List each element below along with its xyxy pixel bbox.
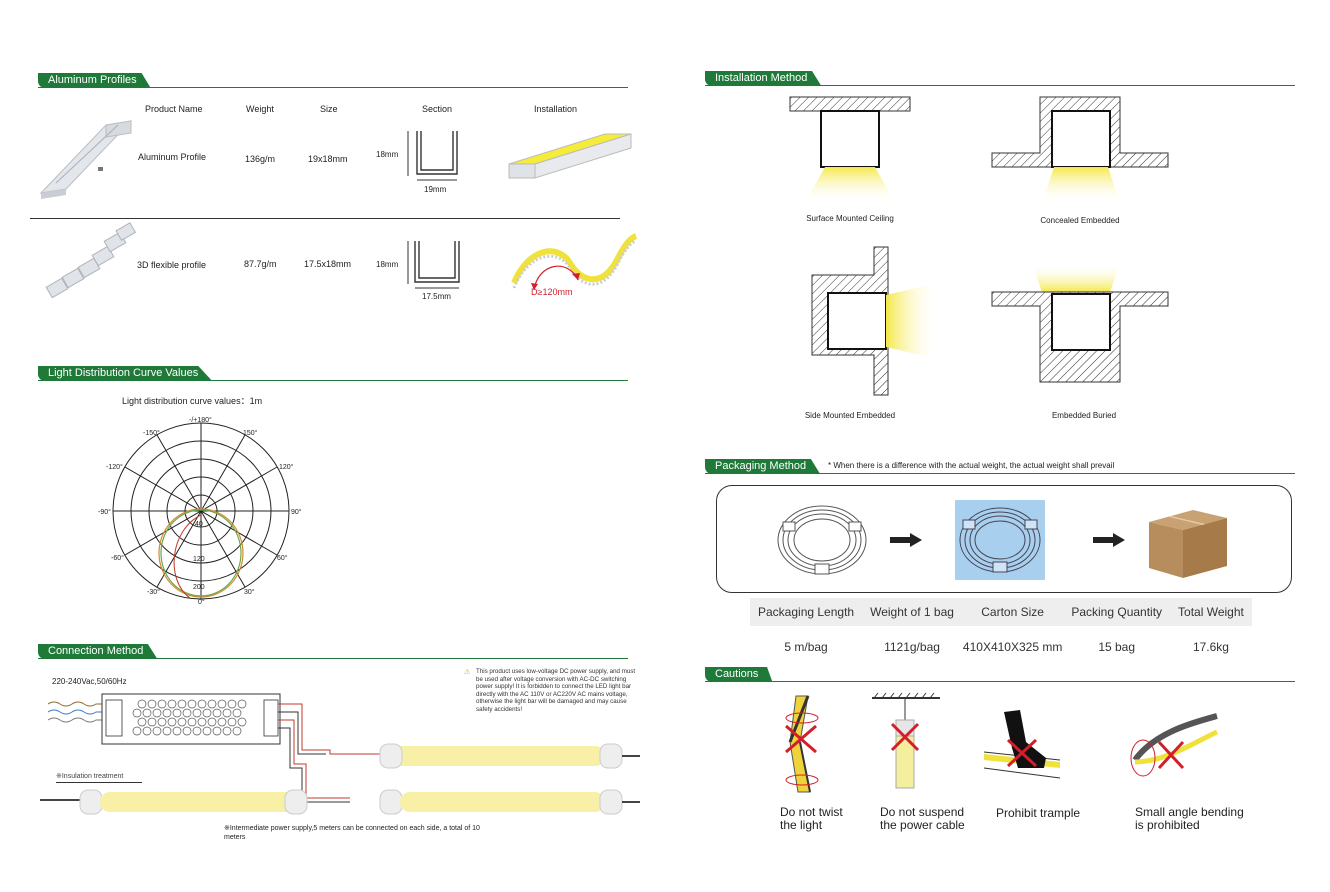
bagged-coil-image (955, 500, 1045, 580)
arrow-icon (1093, 533, 1125, 547)
install-label-buried: Embedded Buried (1051, 411, 1117, 420)
packaging-note: * When there is a difference with the ac… (828, 461, 1115, 470)
row1-size: 19x18mm (308, 154, 348, 164)
row1-installation-drawing (508, 133, 632, 179)
caution-bending-image (1130, 713, 1219, 777)
install-label-surface: Surface Mounted Ceiling (806, 214, 894, 223)
row1-section-height: 18mm (376, 150, 399, 159)
section-line (38, 658, 628, 659)
flexible-profile-image (45, 222, 137, 299)
caution-item-trample: Prohibit trample (996, 806, 1081, 820)
row2-installation-drawing (511, 233, 638, 291)
install-surface-ceiling (789, 96, 911, 203)
warning-icon: ⚠ (464, 669, 471, 676)
coil-image (777, 505, 867, 575)
header-section: Section (422, 104, 453, 114)
row1-weight: 136g/m (245, 154, 276, 164)
insulation-label: ※Insulation treatment (56, 773, 124, 780)
arrow-icon (890, 533, 922, 547)
header-weight: Weight (246, 104, 274, 114)
row1-section-width: 19mm (424, 185, 447, 194)
ring-label-200: 200 (193, 584, 205, 591)
row2-weight: 87.7g/m (244, 259, 277, 269)
install-label-side: Side Mounted Embedded (804, 411, 896, 420)
section-line (38, 87, 628, 88)
row2-bend-radius: D≥120mm (531, 287, 573, 297)
row2-section-height: 18mm (376, 260, 399, 269)
angle-neg60: -60° (111, 555, 124, 562)
angle-120: 120° (279, 464, 294, 471)
angle-90: 90° (291, 509, 302, 516)
pk-header-length: Packaging Length (750, 598, 863, 626)
section-tab-packaging: Packaging Method (705, 459, 821, 474)
pk-value-quantity: 15 bag (1098, 640, 1136, 654)
section-line (705, 681, 1295, 682)
angle-150: 150° (243, 430, 258, 437)
caution-item-suspend: Do not suspend the power cable (880, 805, 965, 832)
row1-name: Aluminum Profile (138, 152, 207, 162)
section-tab-installation: Installation Method (705, 71, 822, 86)
connection-warning: This product uses low-voltage DC power s… (476, 668, 636, 713)
install-label-concealed: Concealed Embedded (1040, 216, 1120, 225)
section-tab-cautions: Cautions (705, 667, 773, 682)
row2-name: 3D flexible profile (137, 260, 207, 270)
caution-item-twist: Do not twist the light (780, 805, 843, 832)
pk-header-total: Total Weight (1170, 598, 1252, 626)
insulation-underline (56, 782, 142, 783)
row1-section-drawing (407, 131, 458, 181)
angle-neg30: -30° (147, 589, 160, 596)
section-line (705, 473, 1295, 474)
section-tab-aluminum: Aluminum Profiles (38, 73, 151, 88)
pk-header-quantity: Packing Quantity (1063, 598, 1171, 626)
connection-note: ※Intermediate power supply,5 meters can … (224, 825, 480, 841)
angle-neg90: -90° (98, 509, 111, 516)
header-product-name: Product Name (145, 104, 203, 114)
packaging-table: Packaging Length Weight of 1 bag Carton … (750, 598, 1252, 668)
section-line (38, 380, 628, 381)
angle-neg150: -150° (143, 430, 160, 437)
angle-30: 30° (244, 589, 255, 596)
light-subtitle: Light distribution curve values：1m (122, 396, 263, 406)
caution-suspend-image (872, 692, 940, 789)
angle-neg120: -120° (106, 464, 123, 471)
angle-60: 60° (277, 555, 288, 562)
polar-chart (112, 422, 290, 600)
row2-size: 17.5x18mm (304, 259, 352, 269)
pk-value-total: 17.6kg (1192, 640, 1229, 654)
pk-value-carton: 410X410X325 mm (962, 640, 1063, 654)
caution-twist-image (785, 695, 819, 793)
row2-section-drawing (407, 241, 460, 289)
install-concealed (991, 96, 1169, 203)
install-embedded-buried (991, 264, 1169, 383)
connection-voltage: 220-240Vac,50/60Hz (52, 677, 127, 686)
connection-diagram (40, 693, 640, 815)
pk-value-length: 5 m/bag (784, 640, 828, 654)
caution-item-bending: Small angle bending is prohibited (1135, 805, 1244, 832)
angle-180: -/+180° (189, 417, 212, 424)
packaging-box (716, 485, 1292, 593)
angle-0: 0° (198, 599, 205, 606)
row-divider (30, 218, 620, 219)
header-installation: Installation (534, 104, 578, 114)
aluminum-profile-image (39, 120, 133, 199)
pk-header-carton: Carton Size (961, 598, 1064, 626)
header-size: Size (320, 104, 338, 114)
carton-box-image (1149, 510, 1227, 578)
ring-label-40: 40 (195, 521, 203, 528)
row2-section-width: 17.5mm (422, 292, 451, 301)
pk-value-weight: 1121g/bag (884, 640, 940, 654)
ring-label-120: 120 (193, 556, 205, 563)
pk-header-weight: Weight of 1 bag (862, 598, 962, 626)
caution-trample-image (983, 710, 1061, 779)
install-side-mounted (811, 246, 938, 396)
section-line (705, 85, 1295, 86)
section-tab-light: Light Distribution Curve Values (38, 366, 213, 381)
section-tab-connection: Connection Method (38, 644, 158, 659)
